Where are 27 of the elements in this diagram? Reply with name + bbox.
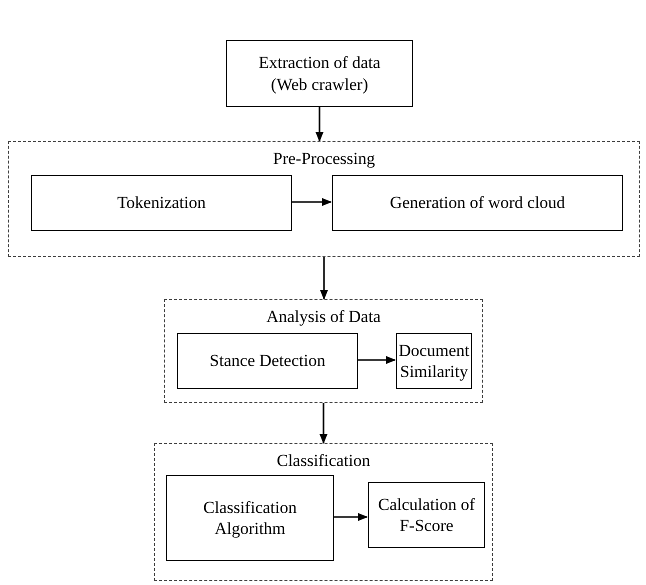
box-label: Extraction of data [258,52,380,74]
dashed-group-box [154,443,493,581]
group-title: Classification [276,451,370,471]
process-box [31,175,292,231]
process-box [226,40,413,107]
box-label: (Web crawler) [270,74,368,95]
process-box [368,482,485,548]
arrow [357,356,396,364]
box-label: Generation of word cloud [390,192,566,214]
arrow [333,513,368,521]
process-box [177,333,358,389]
arrow [316,107,324,142]
process-box [166,475,334,561]
process-box [332,175,623,231]
box-label: Tokenization [117,192,206,214]
box-label: Document Similarity [398,340,470,382]
arrow [320,257,328,300]
dashed-group-box [8,141,640,257]
group-title: Analysis of Data [266,307,381,327]
group-title: Pre-Processing [273,149,375,169]
arrow [320,403,328,444]
process-box [396,333,472,389]
box-label: Calculation of F-Score [377,494,476,536]
box-label: Classification Algorithm [202,496,298,540]
box-label: Stance Detection [210,350,326,372]
dashed-group-box [164,299,483,403]
arrow [291,198,332,206]
